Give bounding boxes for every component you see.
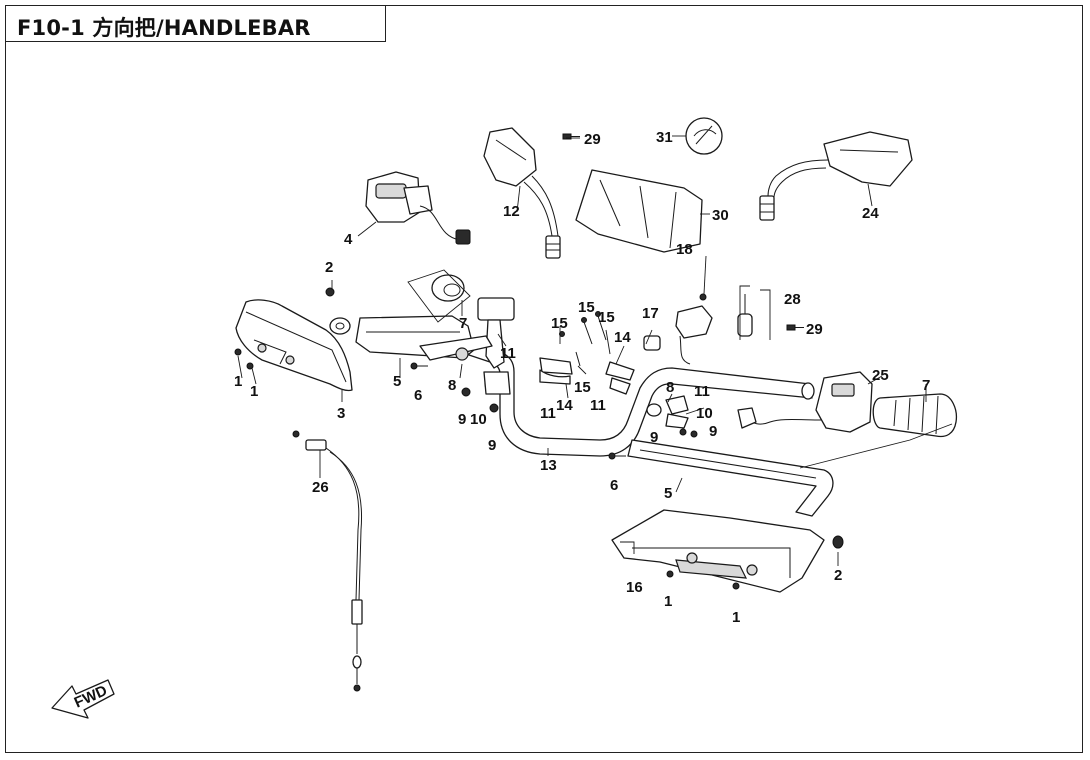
callout-25: 25 — [872, 367, 889, 384]
bolt-28 — [737, 294, 753, 337]
title-box: F10-1 方向把/HANDLEBAR — [5, 5, 386, 42]
drawing-frame — [5, 5, 1083, 753]
callout-11: 11 — [590, 397, 606, 414]
key-switch — [643, 293, 713, 365]
callout-14: 14 — [614, 329, 631, 346]
callout-6: 6 — [610, 477, 618, 494]
callout-9: 9 — [458, 411, 466, 428]
right-hand-guard — [611, 509, 844, 593]
center-cover — [575, 169, 703, 253]
fwd-arrow: FWD — [51, 679, 115, 719]
callout-4: 4 — [344, 231, 353, 248]
callout-7: 7 — [922, 377, 930, 394]
callout-15: 15 — [598, 309, 615, 326]
callout-26: 26 — [312, 479, 329, 496]
callout-15: 15 — [578, 299, 595, 316]
bolt-29-right — [786, 324, 804, 331]
callout-1: 1 — [732, 609, 740, 626]
throttle-cable — [292, 430, 363, 692]
callout-2: 2 — [834, 567, 842, 584]
callout-1: 1 — [664, 593, 672, 610]
callout-16: 16 — [626, 579, 643, 596]
callout-5: 5 — [393, 373, 401, 390]
fwd-label: FWD — [72, 682, 110, 711]
callout-15: 15 — [551, 315, 568, 332]
leader-lines — [237, 135, 927, 566]
callout-13: 13 — [540, 457, 557, 474]
left-hand-guard — [235, 299, 353, 392]
right-clamp-parts — [646, 395, 698, 438]
callout-14: 14 — [556, 397, 573, 414]
callout-2: 2 — [325, 259, 333, 276]
throttle-housing — [365, 171, 471, 245]
callout-1: 1 — [250, 383, 258, 400]
right-mirror — [759, 131, 913, 221]
callout-12: 12 — [503, 203, 520, 220]
bolt-29-top — [562, 133, 580, 140]
callout-11: 11 — [540, 405, 556, 422]
callout-6: 6 — [414, 387, 422, 404]
right-grip — [872, 393, 958, 438]
callout-30: 30 — [712, 207, 729, 224]
callout-8: 8 — [448, 377, 456, 394]
center-clamps — [539, 311, 635, 395]
callout-labels: 1 1 1 1 2 2 3 4 5 5 6 6 7 7 8 8 9 9 9 9 … — [234, 129, 930, 626]
callout-9: 9 — [709, 423, 717, 440]
screws — [234, 348, 740, 590]
callout-31: 31 — [656, 129, 673, 146]
callout-8: 8 — [666, 379, 674, 396]
round-cap — [685, 117, 723, 155]
callout-9: 9 — [488, 437, 496, 454]
callout-11: 11 — [694, 383, 710, 400]
callout-17: 17 — [642, 305, 659, 322]
callout-28: 28 — [784, 291, 801, 308]
right-guard-bracket — [627, 439, 834, 517]
callout-29: 29 — [584, 131, 601, 148]
callout-3: 3 — [337, 405, 345, 422]
callout-9: 9 — [650, 429, 658, 446]
callout-5: 5 — [664, 485, 672, 502]
right-switch-housing — [737, 371, 873, 433]
page-title: F10-1 方向把/HANDLEBAR — [17, 16, 311, 40]
callout-18: 18 — [676, 241, 693, 258]
callout-1: 1 — [234, 373, 242, 390]
callout-10: 10 — [470, 411, 487, 428]
callout-10: 10 — [696, 405, 713, 422]
assembly-lines — [407, 269, 953, 469]
left-mirror — [483, 127, 561, 259]
callout-15: 15 — [574, 379, 591, 396]
callout-11: 11 — [500, 345, 516, 362]
handlebar-tube — [465, 339, 815, 457]
callout-24: 24 — [862, 205, 879, 222]
callout-7: 7 — [459, 315, 467, 332]
callout-29: 29 — [806, 321, 823, 338]
